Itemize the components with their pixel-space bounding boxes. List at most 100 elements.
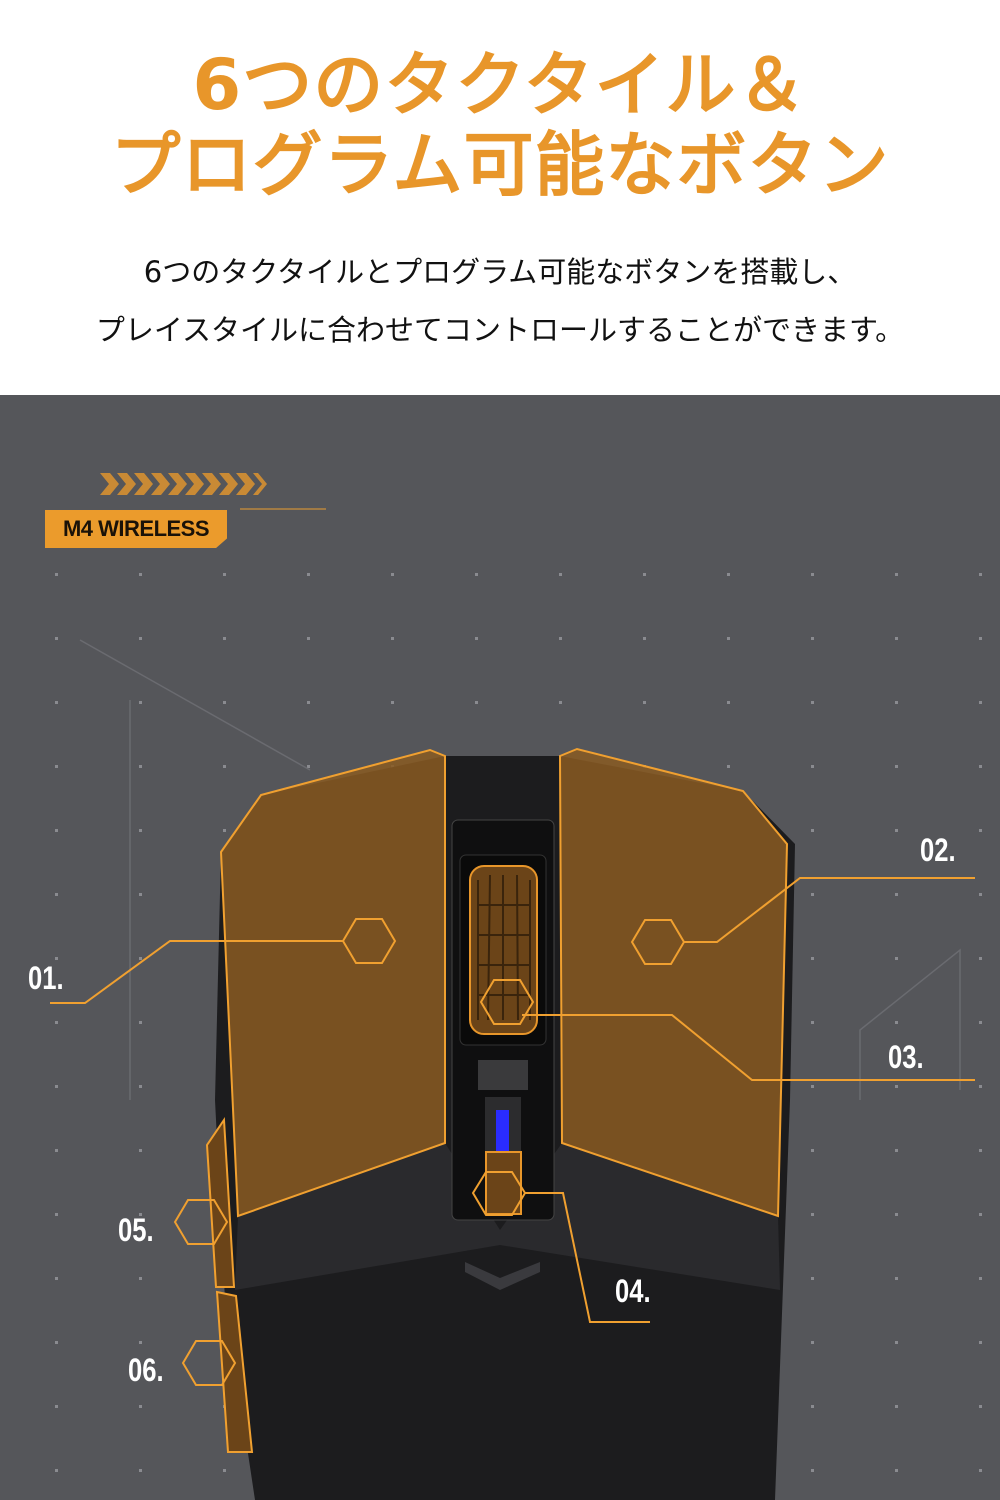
grid-dot bbox=[55, 893, 58, 896]
grid-dot bbox=[55, 829, 58, 832]
grid-dot bbox=[811, 637, 814, 640]
grid-dot bbox=[811, 829, 814, 832]
grid-dot bbox=[55, 765, 58, 768]
grid-dot bbox=[475, 573, 478, 576]
grid-dot bbox=[895, 1213, 898, 1216]
grid-dot bbox=[223, 637, 226, 640]
center-block bbox=[478, 1060, 528, 1090]
grid-dot bbox=[979, 1085, 982, 1088]
grid-dot bbox=[55, 957, 58, 960]
grid-dot bbox=[55, 701, 58, 704]
label-01: 01. bbox=[28, 960, 64, 996]
grid-dot bbox=[139, 573, 142, 576]
side-button-back[interactable] bbox=[215, 1290, 254, 1453]
grid-dot bbox=[979, 1341, 982, 1344]
grid-dot bbox=[55, 1149, 58, 1152]
grid-dot bbox=[139, 1085, 142, 1088]
grid-dot bbox=[979, 957, 982, 960]
grid-dot bbox=[223, 573, 226, 576]
label-04: 04. bbox=[615, 1273, 651, 1309]
header: 6つのタクタイル＆ プログラム可能なボタン 6つのタクタイルとプログラム可能なボ… bbox=[0, 0, 1000, 395]
grid-dot bbox=[223, 1469, 226, 1472]
grid-dot bbox=[811, 1341, 814, 1344]
grid-dot bbox=[979, 1149, 982, 1152]
grid-dot bbox=[643, 701, 646, 704]
grid-dot bbox=[811, 701, 814, 704]
product-panel: M4 WIRELESS 01. 02. 03. 04. 05. 06. bbox=[0, 395, 1000, 1500]
grid-dot bbox=[727, 701, 730, 704]
grid-dot bbox=[895, 1341, 898, 1344]
grid-dot bbox=[139, 1021, 142, 1024]
grid-dot bbox=[895, 765, 898, 768]
grid-dot bbox=[895, 1469, 898, 1472]
grid-dot bbox=[727, 765, 730, 768]
grid-dot bbox=[979, 893, 982, 896]
grid-dot bbox=[895, 573, 898, 576]
grid-dot bbox=[139, 1277, 142, 1280]
title-line-1: 6つのタクタイル＆ bbox=[192, 44, 808, 126]
grid-dot bbox=[391, 637, 394, 640]
grid-dot bbox=[979, 765, 982, 768]
grid-dot bbox=[55, 1085, 58, 1088]
grid-dot bbox=[895, 1149, 898, 1152]
grid-dot bbox=[55, 1469, 58, 1472]
grid-dot bbox=[307, 637, 310, 640]
grid-dot bbox=[139, 1469, 142, 1472]
dpi-button[interactable] bbox=[485, 1151, 522, 1215]
grid-dot bbox=[979, 829, 982, 832]
grid-dot bbox=[139, 701, 142, 704]
grid-dot bbox=[223, 829, 226, 832]
grid-dot bbox=[979, 573, 982, 576]
grid-dot bbox=[139, 637, 142, 640]
grid-dot bbox=[559, 701, 562, 704]
grid-dot bbox=[307, 765, 310, 768]
grid-dot bbox=[895, 701, 898, 704]
grid-dot bbox=[55, 637, 58, 640]
grid-dot bbox=[895, 1085, 898, 1088]
hex-marker-06 bbox=[181, 1340, 237, 1386]
grid-dot bbox=[895, 1405, 898, 1408]
mouse-illustration bbox=[50, 473, 982, 1500]
hex-marker-03 bbox=[479, 979, 535, 1025]
grid-dot bbox=[979, 1405, 982, 1408]
grid-dot bbox=[223, 765, 226, 768]
grid-dot bbox=[643, 573, 646, 576]
left-button[interactable] bbox=[219, 748, 446, 1218]
grid-dot bbox=[895, 1277, 898, 1280]
grid-dot bbox=[895, 1021, 898, 1024]
right-button[interactable] bbox=[558, 747, 789, 1218]
grid-dot bbox=[811, 1149, 814, 1152]
grid-dot bbox=[559, 637, 562, 640]
grid-dot bbox=[811, 1405, 814, 1408]
grid-dot bbox=[895, 893, 898, 896]
wheel-tread bbox=[477, 874, 531, 1021]
grid-dot bbox=[811, 1021, 814, 1024]
grid-dot bbox=[979, 1469, 982, 1472]
grid-dot bbox=[139, 957, 142, 960]
product-badge: M4 WIRELESS bbox=[45, 510, 227, 548]
grid-dot bbox=[979, 701, 982, 704]
grid-dot bbox=[559, 573, 562, 576]
led-indicator bbox=[496, 1110, 509, 1155]
background-lines bbox=[79, 639, 961, 1100]
side-button-forward[interactable] bbox=[205, 1117, 236, 1288]
hex-marker-05 bbox=[173, 1199, 229, 1245]
subtitle-line-2: プレイスタイルに合わせてコントロールすることができます。 bbox=[95, 313, 905, 347]
grid-dot bbox=[223, 701, 226, 704]
grid-dot bbox=[139, 1405, 142, 1408]
grid-dot bbox=[475, 701, 478, 704]
grid-dot bbox=[979, 1277, 982, 1280]
grid-dot bbox=[811, 957, 814, 960]
grid-dot bbox=[895, 829, 898, 832]
grid-dot bbox=[811, 1469, 814, 1472]
grid-dot bbox=[307, 573, 310, 576]
grid-dot bbox=[979, 1213, 982, 1216]
grid-dot bbox=[139, 1213, 142, 1216]
grid-dot bbox=[139, 1341, 142, 1344]
grid-dot bbox=[55, 1341, 58, 1344]
grid-dot bbox=[811, 573, 814, 576]
grid-dot bbox=[727, 637, 730, 640]
title-line-2: プログラム可能なボタン bbox=[110, 124, 890, 206]
grid-dot bbox=[55, 573, 58, 576]
grid-dot bbox=[811, 1213, 814, 1216]
